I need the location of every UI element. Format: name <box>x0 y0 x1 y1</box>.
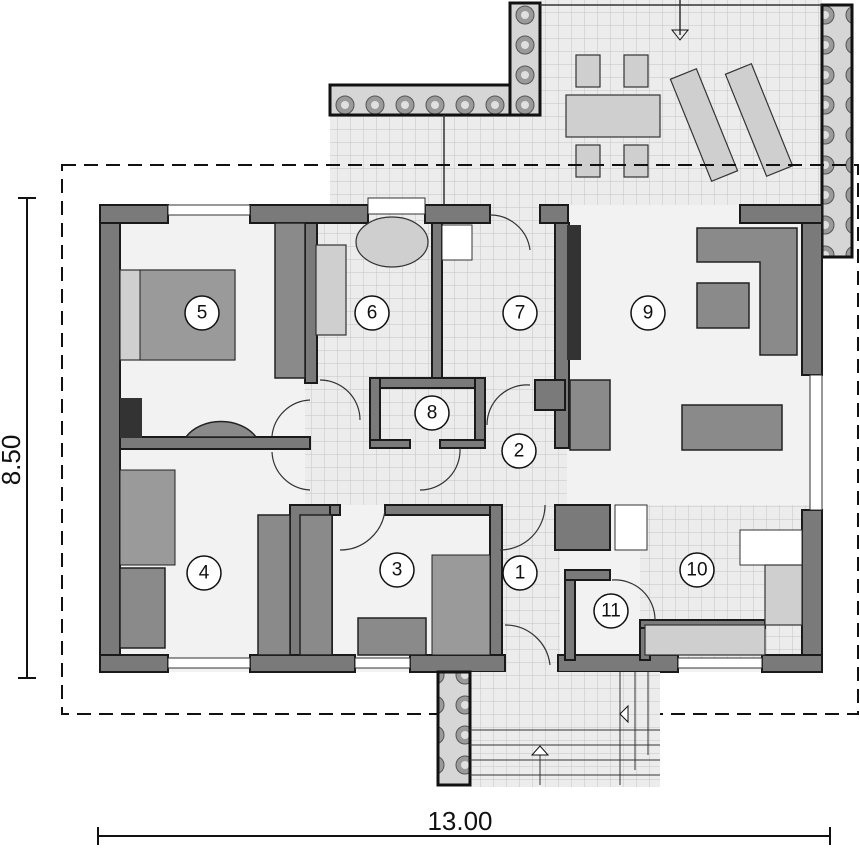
room-3-label: 3 <box>392 560 403 581</box>
patio-table <box>565 54 661 178</box>
planter-top-vertical <box>508 1 542 117</box>
planter-entrance <box>436 670 472 787</box>
room-9-label: 9 <box>643 303 654 324</box>
walls <box>99 204 823 673</box>
room-11-label: 11 <box>601 601 621 622</box>
dimension-lines <box>18 197 831 845</box>
room-2-label: 2 <box>514 441 525 462</box>
terrace <box>328 0 854 259</box>
room-labels <box>184 295 715 629</box>
doors <box>271 214 656 666</box>
sun-loungers <box>669 62 794 183</box>
room-10-label: 10 <box>686 560 707 581</box>
width-dimension: 13.00 <box>427 806 492 836</box>
windows <box>167 197 823 669</box>
room-4-label: 4 <box>199 563 210 584</box>
planter-right <box>820 3 854 259</box>
room-8-label: 8 <box>427 403 438 424</box>
room-5-label: 5 <box>197 303 208 324</box>
planter-top-left <box>328 83 542 117</box>
room-1-label: 1 <box>515 563 526 584</box>
entrance-steps <box>436 670 660 787</box>
room-7-label: 7 <box>515 303 526 324</box>
roof-outline <box>61 164 859 715</box>
depth-dimension: 8.50 <box>0 435 26 486</box>
room-6-label: 6 <box>367 303 378 324</box>
